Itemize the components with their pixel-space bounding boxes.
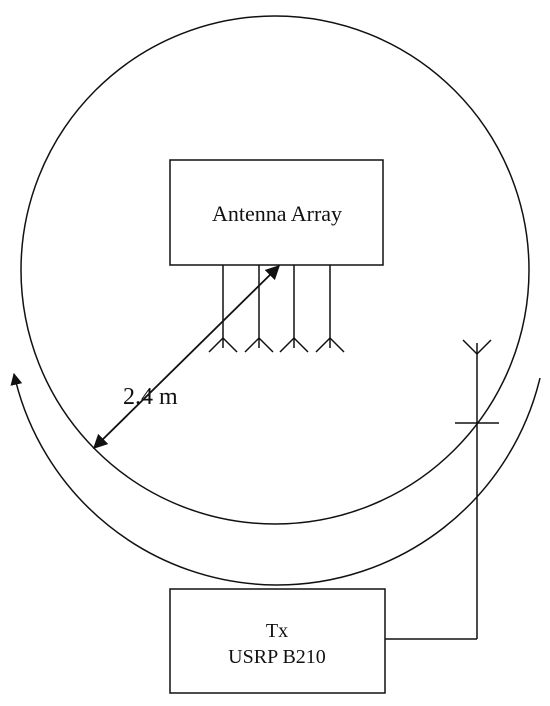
tx-antenna (385, 339, 499, 640)
antenna-array-label: Antenna Array (212, 201, 342, 226)
antenna-element-4 (315, 336, 345, 353)
tx-label: Tx (266, 620, 288, 642)
antenna-element-3 (279, 336, 309, 353)
tx-box (169, 588, 386, 694)
radius-arrow (92, 264, 281, 450)
rotation-arrow (10, 372, 541, 586)
measurement-circle (20, 15, 530, 525)
antenna-elements (208, 265, 345, 353)
antenna-array-box (169, 159, 384, 266)
distance-label: 2.4 m (123, 384, 178, 410)
usrp-label: USRP B210 (228, 646, 326, 668)
